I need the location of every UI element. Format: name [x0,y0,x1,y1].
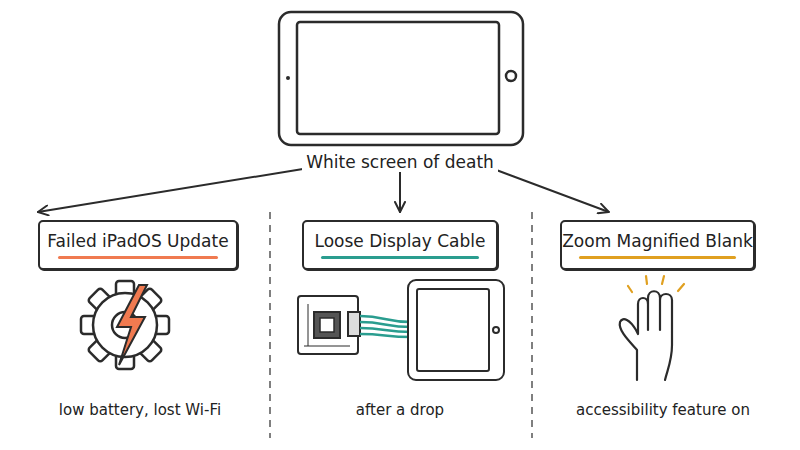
device-node: White screen of death [270,6,530,172]
box-title: Failed iPadOS Update [47,231,228,251]
cause-box: Zoom Magnified Blank [560,220,755,270]
hand-icon [620,276,684,380]
cause-box: Loose Display Cable [302,220,498,270]
ipad-illustration [279,12,523,145]
cause-arrow [491,168,609,212]
title-underline [58,256,219,259]
cause-arrow [38,168,309,212]
title-underline [579,256,736,259]
box-title: Loose Display Cable [314,231,485,251]
title-underline [321,256,478,259]
cause-note: accessibility feature on [538,401,788,420]
gear-icon [81,281,169,369]
cable-illustration [298,280,504,380]
separator [531,212,533,438]
cause-arrow [399,168,401,212]
cause-note: low battery, lost Wi-Fi [15,401,265,420]
cause-note: after a drop [278,401,522,420]
separator [269,212,271,438]
box-title: Zoom Magnified Blank [562,231,753,251]
device-caption: White screen of death [302,152,498,172]
cause-box: Failed iPadOS Update [38,220,238,270]
